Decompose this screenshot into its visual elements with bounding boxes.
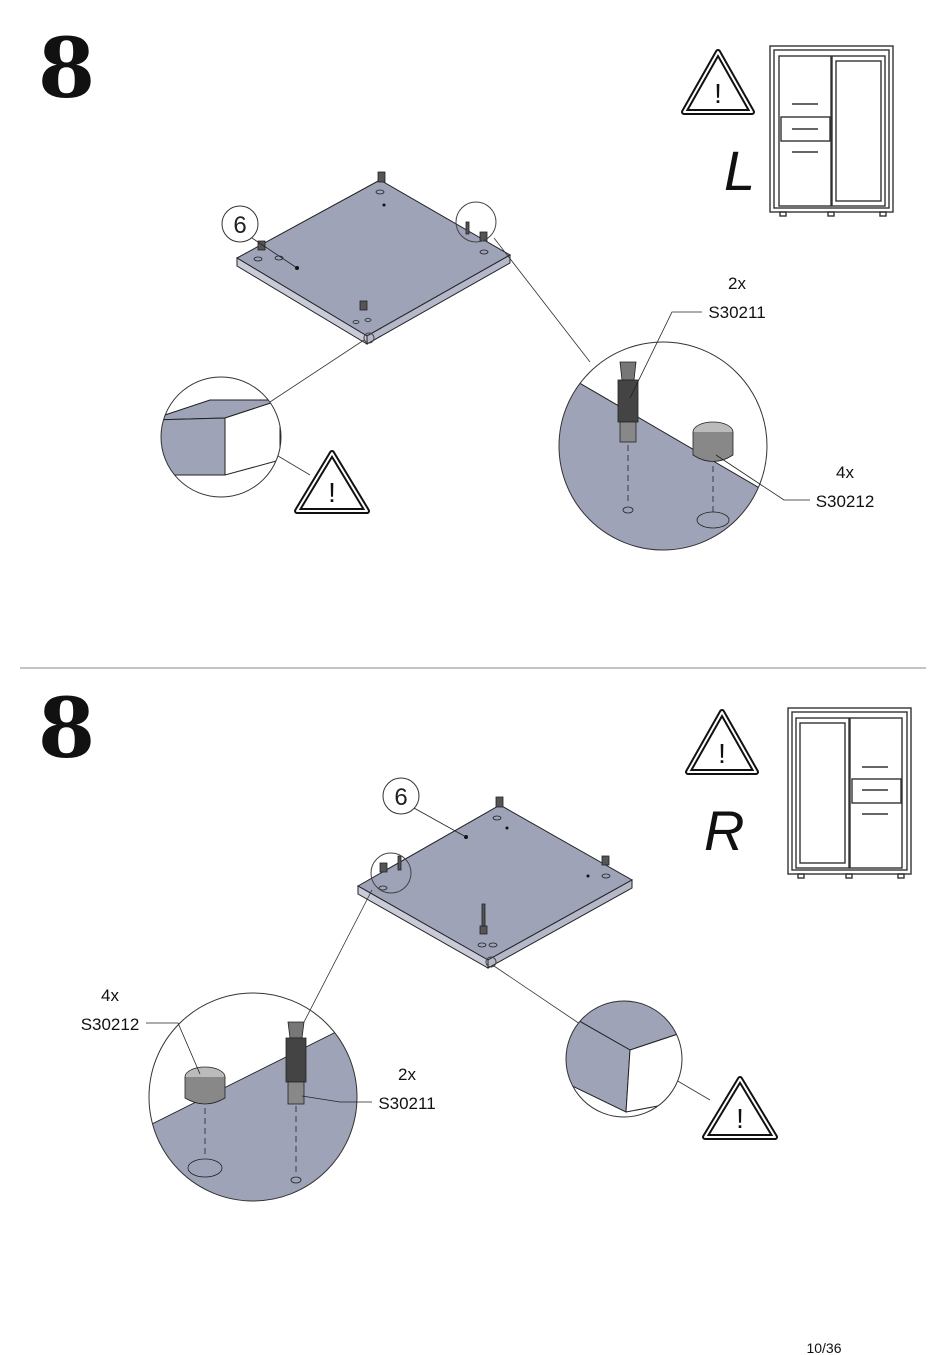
cabinet-thumbnail [769, 45, 894, 217]
warning-icon: ! [681, 49, 755, 115]
svg-text:!: ! [718, 738, 726, 769]
step-bottom: 8 ! R [38, 681, 912, 1202]
page-number: 10/36 [806, 1340, 841, 1355]
part-number-balloon: 6 [382, 777, 467, 838]
svg-text:2x: 2x [398, 1065, 416, 1084]
edge-detail-circle [160, 376, 282, 498]
svg-text:S30212: S30212 [81, 1015, 140, 1034]
svg-text:2x: 2x [728, 274, 746, 293]
svg-text:S30211: S30211 [708, 303, 765, 322]
fittings-detail-circle [558, 341, 768, 551]
svg-text:!: ! [736, 1103, 744, 1134]
warning-icon: ! [702, 1076, 778, 1140]
svg-text:!: ! [714, 78, 722, 109]
svg-text:6: 6 [233, 212, 246, 239]
panel-6 [235, 171, 512, 345]
callout-s30211: 2x S30211 [708, 274, 765, 322]
svg-text:4x: 4x [836, 463, 854, 482]
cabinet-thumbnail [787, 707, 912, 879]
warning-icon: ! [685, 709, 759, 775]
step-number: 8 [38, 21, 95, 117]
svg-text:S30211: S30211 [378, 1094, 435, 1113]
side-label: R [704, 799, 744, 862]
step-number: 8 [38, 681, 95, 777]
warning-icon: ! [294, 450, 370, 514]
svg-text:S30212: S30212 [816, 492, 875, 511]
svg-text:6: 6 [394, 784, 407, 811]
side-label: L [724, 139, 755, 202]
callout-s30212: 4x S30212 [816, 463, 875, 511]
svg-text:!: ! [328, 477, 336, 508]
callout-s30212: 4x S30212 [81, 986, 140, 1034]
fittings-detail-circle [148, 992, 358, 1202]
panel-6 [356, 796, 634, 969]
svg-text:4x: 4x [101, 986, 119, 1005]
step-top: 8 ! L [38, 21, 894, 551]
callout-s30211: 2x S30211 [378, 1065, 435, 1113]
edge-detail-circle [565, 1000, 683, 1118]
part-number-balloon: 6 [221, 205, 298, 269]
